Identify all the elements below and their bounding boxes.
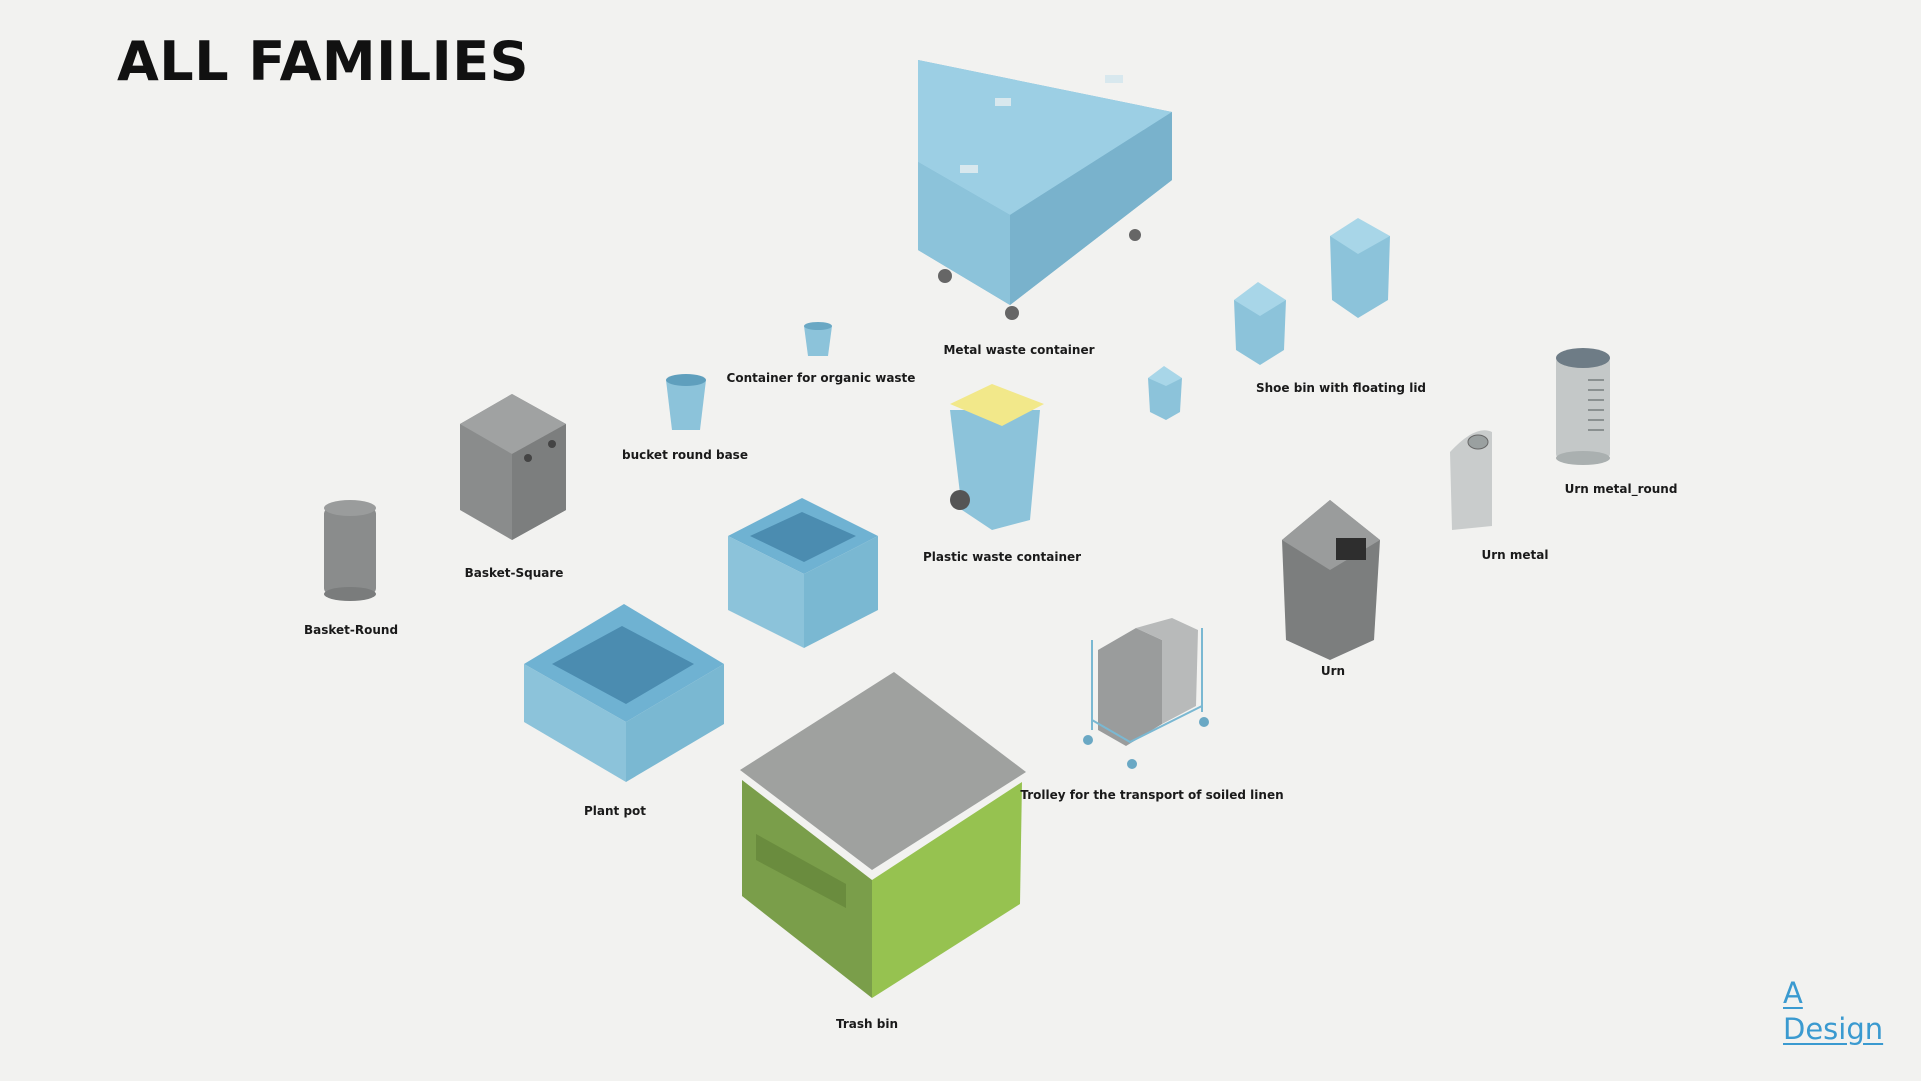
plant-pot-model[interactable] <box>524 604 724 782</box>
trolley-model[interactable] <box>1083 618 1209 769</box>
urn-model[interactable] <box>1282 500 1380 660</box>
label-trash-bin: Trash bin <box>836 1017 898 1031</box>
label-plastic-waste-container: Plastic waste container <box>922 550 1082 564</box>
label-metal-waste-container: Metal waste container <box>943 343 1095 357</box>
plant-pot-small-model[interactable] <box>728 498 878 648</box>
label-basket-square: Basket-Square <box>464 566 564 580</box>
label-urn-metal: Urn metal <box>1481 548 1549 562</box>
label-container-organic-waste: Container for organic waste <box>726 371 916 385</box>
label-bucket-round-base: bucket round base <box>622 448 748 462</box>
bucket-round-base-model[interactable] <box>666 374 706 430</box>
label-plant-pot: Plant pot <box>583 804 647 818</box>
shoe-bin-model[interactable] <box>1148 218 1390 420</box>
label-basket-round: Basket-Round <box>303 623 399 637</box>
label-urn-metal-round: Urn metal_round <box>1564 482 1678 496</box>
page-title: ALL FAMILIES <box>117 30 530 93</box>
brand-logo[interactable]: A Design <box>1783 975 1883 1047</box>
label-trolley: Trolley for the transport of soiled line… <box>1020 788 1284 802</box>
label-urn: Urn <box>1320 664 1346 678</box>
basket-round-model[interactable] <box>324 500 376 601</box>
urn-metal-round-model[interactable] <box>1556 348 1610 465</box>
logo-line-2: Design <box>1783 1012 1884 1046</box>
urn-metal-model[interactable] <box>1450 430 1492 530</box>
organic-waste-container-model[interactable] <box>804 322 832 356</box>
plastic-waste-container-model[interactable] <box>950 384 1044 530</box>
trash-bin-model[interactable] <box>740 672 1026 998</box>
metal-waste-container-model[interactable] <box>918 60 1172 320</box>
logo-line-1: A <box>1783 976 1803 1010</box>
basket-square-model[interactable] <box>460 394 566 540</box>
label-shoe-bin: Shoe bin with floating lid <box>1255 381 1427 395</box>
